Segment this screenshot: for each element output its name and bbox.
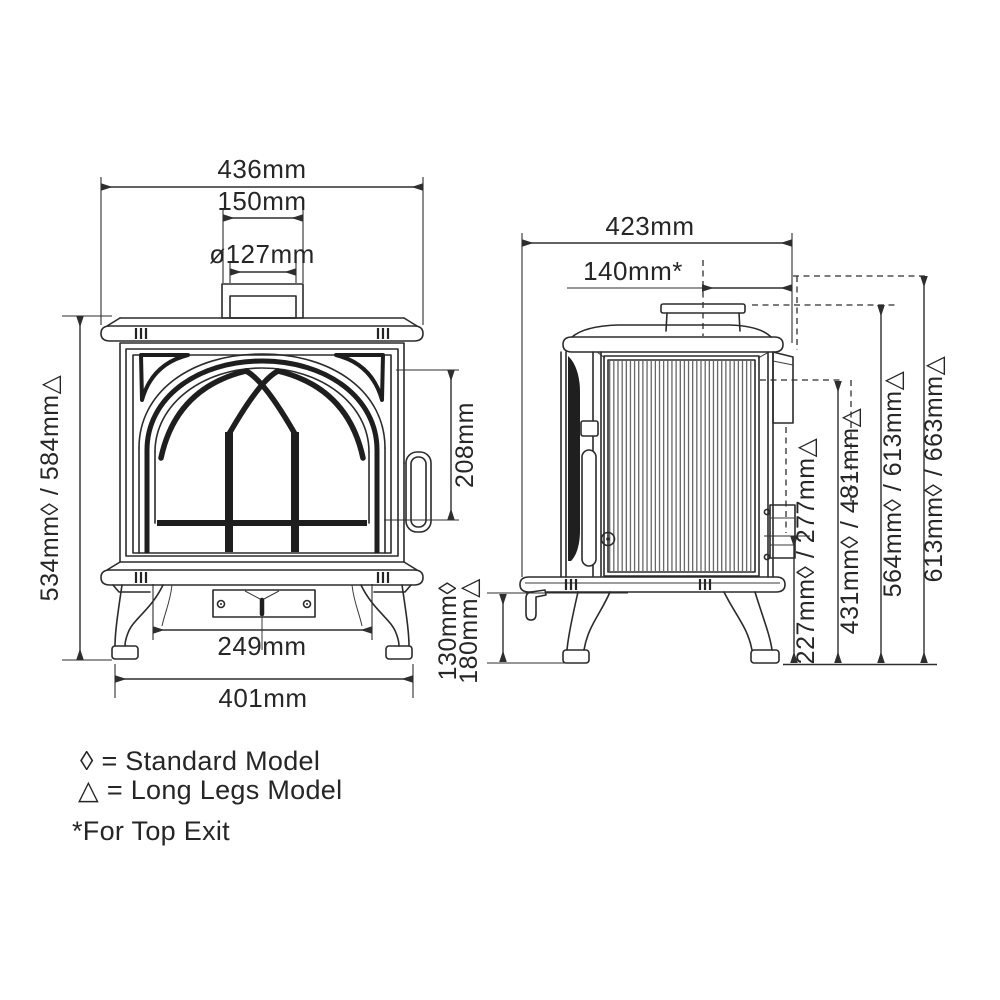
stove-body-side	[560, 351, 774, 578]
leg-spacing-label: 249mm	[217, 631, 306, 661]
front-legs	[111, 584, 413, 660]
flue-collar-width-label: 150mm	[217, 186, 306, 216]
front-stove-drawing	[100, 283, 432, 660]
flue-diameter-label: ø127mm	[209, 239, 315, 269]
base-width-label: 401mm	[218, 683, 307, 713]
corner-spandrel-right	[334, 353, 385, 402]
front-view: 436mm 150mm ø127mm 208mm 534mm◊ / 584mm△…	[36, 154, 479, 713]
ribbed-side-panel	[609, 361, 754, 571]
rear-outlet-high-height-label: 431mm◊ / 481mm△	[836, 407, 864, 634]
stove-body-front	[119, 342, 405, 563]
projection-lines	[702, 260, 929, 533]
gothic-tracery	[157, 368, 367, 552]
side-dimensions: 423mm 140mm* 130mm◊ 180mm△ 227mm◊ / 277m…	[434, 211, 948, 684]
rear-flue-outlet-low	[763, 504, 796, 561]
leg-height-standard-label: 130mm◊	[434, 581, 462, 680]
legend-long-legs-model: △ = Long Legs Model	[78, 775, 342, 805]
bottom-cornice-front	[100, 561, 424, 593]
front-top-width-label: 436mm	[217, 154, 306, 184]
flue-collar-front	[221, 283, 304, 319]
door-latch-rod	[525, 589, 547, 621]
legend-top-exit-note: *For Top Exit	[72, 816, 230, 846]
depth-label: 423mm	[605, 211, 694, 241]
side-stove-drawing	[519, 303, 796, 664]
side-legs	[562, 591, 780, 664]
rear-outlet-low-height-label: 227mm◊ / 277mm△	[792, 437, 820, 664]
front-dimensions: 436mm 150mm ø127mm 208mm 534mm◊ / 584mm△…	[36, 154, 479, 713]
legend: ◊ = Standard Model △ = Long Legs Model *…	[72, 746, 342, 846]
ash-pan-cover	[212, 589, 316, 650]
leg-height-long-legs-label: 180mm△	[455, 578, 483, 684]
arched-door-window	[138, 353, 386, 554]
door-hinge-handle-side	[580, 420, 616, 567]
door-edge-shadow	[568, 356, 580, 561]
legend-standard-model: ◊ = Standard Model	[80, 746, 320, 776]
corner-spandrel-left	[139, 353, 190, 402]
glass-height-label: 208mm	[451, 402, 479, 488]
side-view: 423mm 140mm* 130mm◊ 180mm△ 227mm◊ / 277m…	[434, 211, 948, 684]
body-height-label: 534mm◊ / 584mm△	[36, 374, 64, 601]
flue-offset-label: 140mm*	[583, 256, 683, 286]
stove-top-height-label: 564mm◊ / 613mm△	[879, 370, 907, 597]
overall-height-label: 613mm◊ / 663mm△	[920, 355, 948, 582]
top-plate-side	[562, 324, 784, 359]
rear-flue-outlet-top	[772, 351, 794, 424]
top-plate-front	[100, 317, 424, 342]
base-plate-side	[519, 576, 786, 593]
